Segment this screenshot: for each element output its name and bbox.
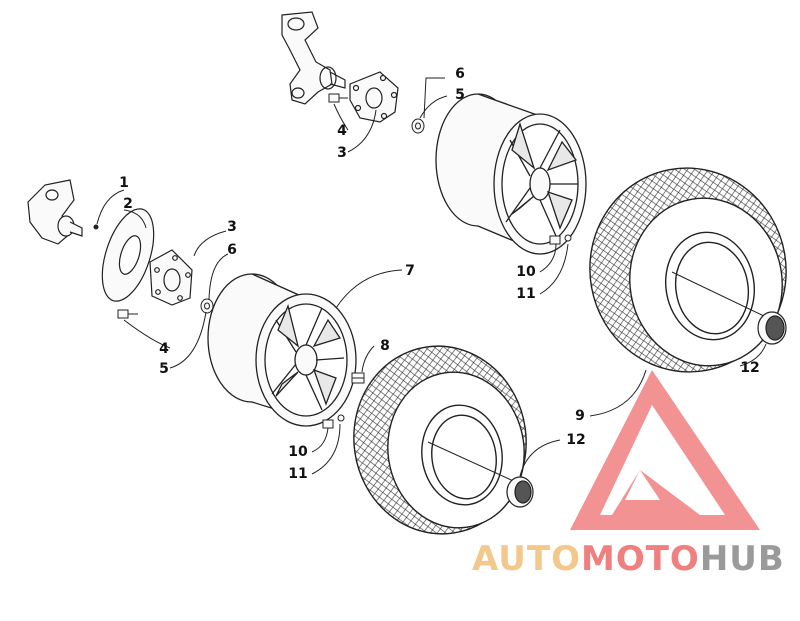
upper-hub-cap bbox=[757, 311, 787, 345]
callout-4-lower: 4 bbox=[159, 341, 169, 357]
upper-hub-bolt bbox=[328, 93, 348, 103]
watermark-hub: HUB bbox=[700, 539, 785, 579]
callout-5-upper: 5 bbox=[455, 87, 465, 103]
callout-1: 1 bbox=[119, 175, 129, 191]
callout-4-upper: 4 bbox=[337, 123, 347, 139]
watermark-moto: MOTO bbox=[581, 539, 700, 579]
lower-brake-disc bbox=[101, 208, 155, 302]
watermark-text: AUTOMOTOHUB bbox=[472, 539, 785, 579]
upper-wheel-rim bbox=[435, 93, 587, 255]
callout-3-lower: 3 bbox=[227, 219, 237, 235]
callout-12-lower: 12 bbox=[566, 432, 585, 448]
lower-steering-knuckle bbox=[27, 179, 83, 245]
upper-wheel-hub bbox=[349, 71, 399, 123]
callout-7: 7 bbox=[405, 263, 415, 279]
callout-11-upper: 11 bbox=[516, 286, 535, 302]
lower-wheel-hub bbox=[149, 249, 193, 306]
callout-9: 9 bbox=[575, 408, 585, 424]
lower-hub-cap bbox=[506, 476, 534, 508]
callout-10-lower: 10 bbox=[288, 444, 308, 460]
upper-steering-knuckle bbox=[281, 11, 346, 105]
upper-hub-nut bbox=[411, 118, 425, 134]
lower-valve-stem bbox=[322, 414, 345, 429]
callout-11-lower: 11 bbox=[288, 466, 307, 482]
lower-wheel-rim bbox=[207, 273, 357, 427]
upper-valve-stem bbox=[549, 234, 572, 245]
svg-text:AUTOMOTOHUB: AUTOMOTOHUB bbox=[472, 539, 785, 579]
small-screw bbox=[93, 224, 99, 230]
callout-5-lower: 5 bbox=[159, 361, 169, 377]
watermark-logo bbox=[570, 370, 760, 530]
lower-tire bbox=[353, 345, 527, 535]
leader-lines bbox=[96, 77, 767, 477]
upper-tire bbox=[589, 167, 787, 373]
callout-12-upper: 12 bbox=[740, 360, 759, 376]
callouts: 1 2 3 6 4 5 6 5 4 3 7 8 10 11 10 11 9 12… bbox=[119, 66, 760, 482]
callout-8: 8 bbox=[380, 338, 390, 354]
callout-10-upper: 10 bbox=[516, 264, 536, 280]
callout-6-upper: 6 bbox=[455, 66, 465, 82]
callout-6-lower: 6 bbox=[227, 242, 237, 258]
lower-hub-bolt bbox=[117, 309, 138, 319]
lower-hub-nut bbox=[200, 298, 214, 314]
callout-3-upper: 3 bbox=[337, 145, 347, 161]
watermark-auto: AUTO bbox=[472, 539, 581, 579]
lug-nut bbox=[351, 372, 365, 384]
callout-2: 2 bbox=[123, 196, 133, 212]
